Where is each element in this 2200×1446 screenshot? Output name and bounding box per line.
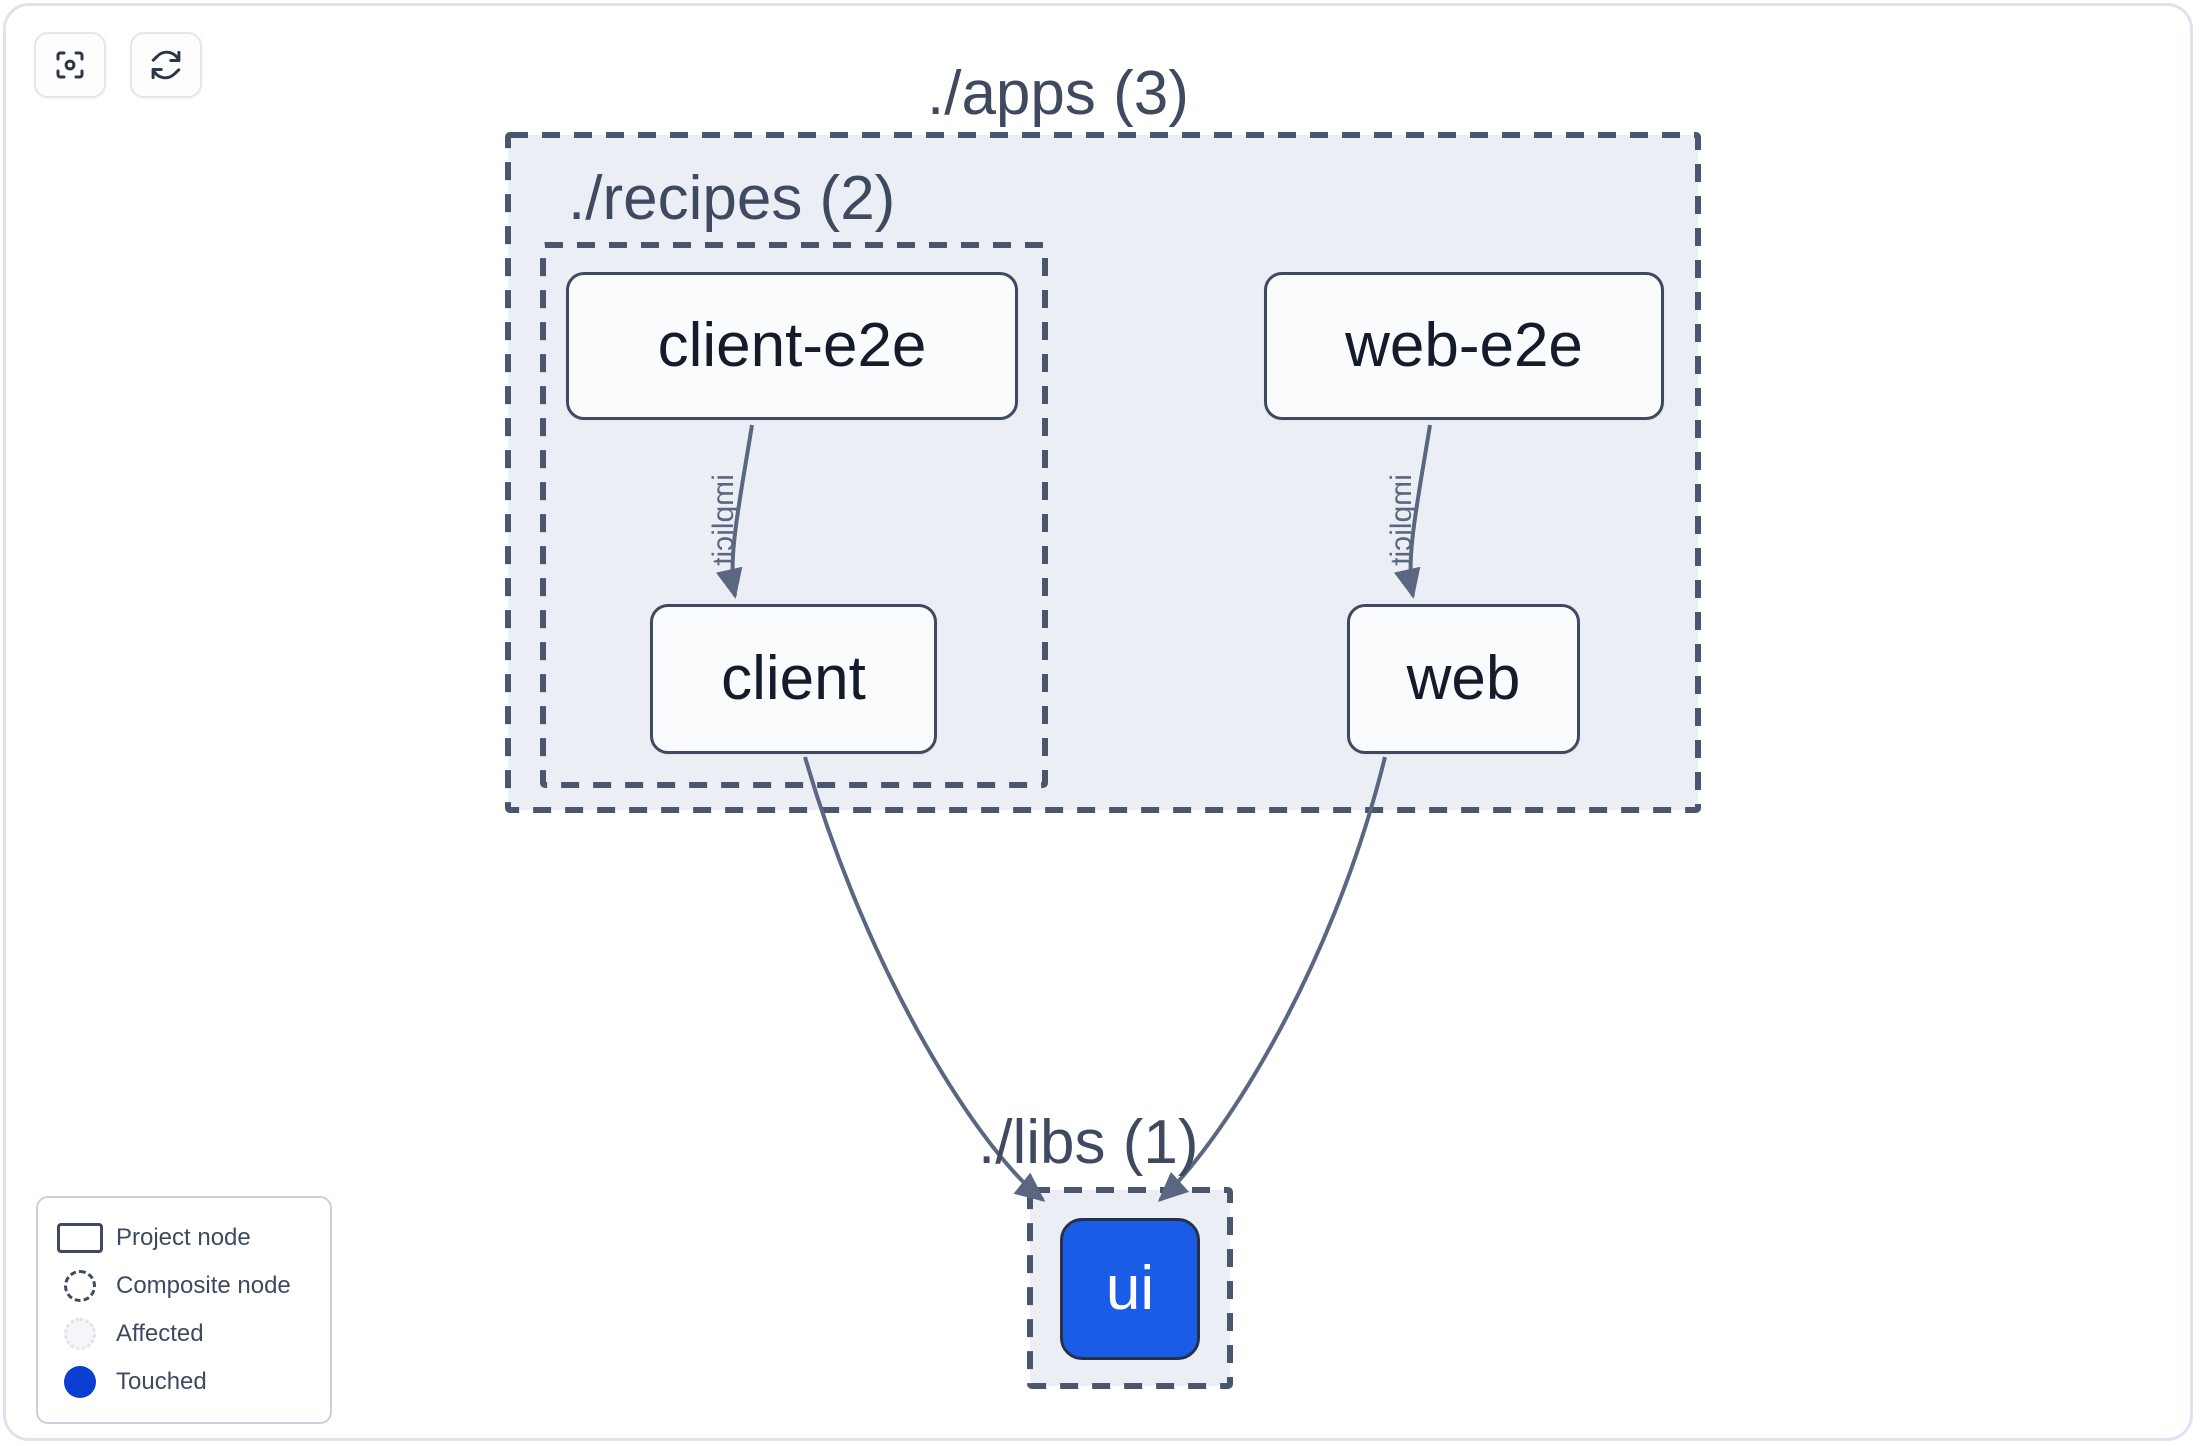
refresh-graph-button[interactable] — [130, 32, 202, 98]
group-label-libs: ./libs (1) — [978, 1108, 1199, 1177]
project-node-swatch-icon — [52, 1223, 108, 1253]
node-client-e2e[interactable]: client-e2e — [566, 272, 1018, 420]
legend-label-affected: Affected — [116, 1320, 204, 1347]
focus-graph-button[interactable] — [34, 32, 106, 98]
legend-label-composite-node: Composite node — [116, 1272, 291, 1299]
edge-label-web-implicit: implicit — [1385, 474, 1418, 566]
legend-label-touched: Touched — [116, 1368, 207, 1395]
edge-label-client-implicit: implicit — [707, 474, 740, 566]
legend-item-affected: Affected — [52, 1310, 316, 1358]
group-label-apps: ./apps (3) — [927, 59, 1189, 128]
affected-swatch-icon — [52, 1318, 108, 1350]
focus-target-icon — [52, 47, 88, 83]
node-label-client-e2e: client-e2e — [657, 311, 927, 380]
node-ui[interactable]: ui — [1060, 1218, 1200, 1360]
touched-swatch-icon — [52, 1366, 108, 1398]
legend-panel: Project node Composite node Affected Tou… — [36, 1196, 332, 1424]
edge-client-e2e-to-client[interactable] — [715, 424, 754, 599]
legend-item-touched: Touched — [52, 1358, 316, 1406]
node-label-web-e2e: web-e2e — [1345, 311, 1583, 380]
graph-toolbar — [34, 32, 202, 98]
node-label-client: client — [721, 644, 866, 713]
edge-client-to-ui[interactable] — [803, 756, 1046, 1202]
legend-label-project-node: Project node — [116, 1224, 251, 1251]
legend-item-composite-node: Composite node — [52, 1262, 316, 1310]
edge-web-e2e-to-web[interactable] — [1393, 424, 1432, 599]
legend-item-project-node: Project node — [52, 1214, 316, 1262]
composite-node-swatch-icon — [52, 1270, 108, 1302]
node-web-e2e[interactable]: web-e2e — [1264, 272, 1664, 420]
node-label-web: web — [1406, 644, 1521, 713]
refresh-icon — [148, 47, 184, 83]
node-label-ui: ui — [1105, 1254, 1155, 1323]
node-client[interactable]: client — [650, 604, 937, 754]
node-web[interactable]: web — [1347, 604, 1580, 754]
edge-web-to-ui[interactable] — [1157, 756, 1387, 1203]
group-label-recipes: ./recipes (2) — [568, 164, 896, 233]
